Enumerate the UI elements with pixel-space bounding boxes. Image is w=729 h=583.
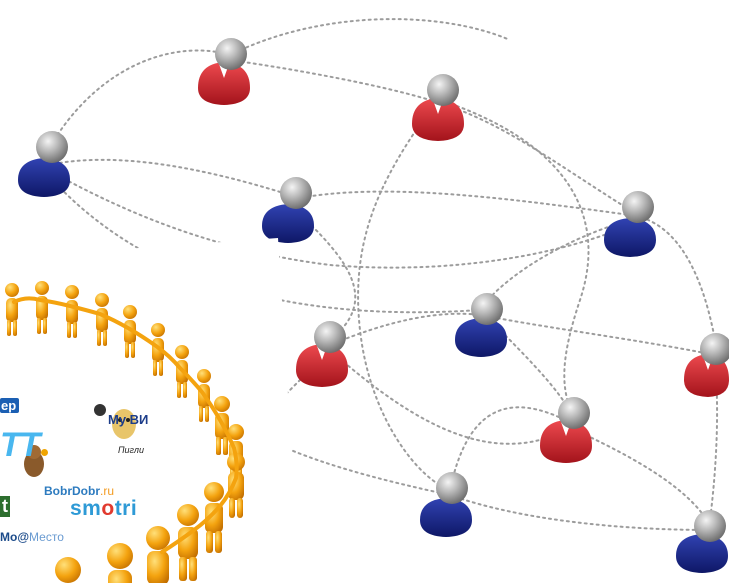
network-links (47, 18, 719, 531)
link (329, 312, 481, 346)
orange-figure (123, 305, 137, 358)
link (47, 169, 631, 269)
orange-figure (5, 283, 19, 336)
orange-figure (177, 504, 199, 581)
person-red (412, 74, 464, 141)
link (229, 59, 431, 101)
link (289, 190, 631, 216)
mouse-mascot (94, 404, 106, 416)
person-blue (604, 191, 656, 257)
link (329, 349, 576, 445)
beaver-mascot (24, 451, 44, 477)
cookie-mascot (112, 409, 136, 439)
person-blue (262, 177, 314, 243)
figure-arms (12, 296, 239, 554)
link (449, 406, 576, 491)
person-red (684, 333, 729, 397)
orange-figure (146, 526, 170, 583)
link (47, 174, 481, 314)
person-blue (18, 131, 70, 197)
person-red (540, 397, 592, 463)
link (47, 49, 231, 151)
link (479, 314, 716, 356)
network-people (18, 38, 729, 573)
logo-mascots (24, 404, 136, 477)
people-circle (5, 281, 245, 583)
link (357, 109, 451, 491)
person-blue (455, 293, 507, 357)
person-red (296, 321, 348, 387)
person-red (198, 38, 250, 105)
link (289, 204, 357, 341)
link (449, 494, 711, 531)
orange-figure (107, 543, 133, 583)
link (439, 99, 590, 421)
orange-figure (227, 453, 245, 518)
person-blue (420, 472, 472, 537)
orange-figure (55, 557, 81, 583)
person-blue (676, 510, 728, 573)
link (229, 18, 511, 56)
